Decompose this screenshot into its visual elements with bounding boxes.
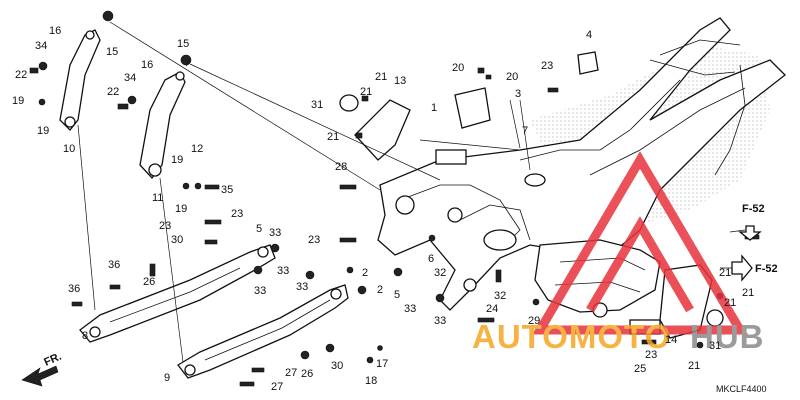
callout-7: 7 [522, 125, 528, 137]
callout-15b: 15 [177, 38, 189, 50]
callout-18: 18 [365, 375, 377, 387]
callout-31b: 31 [709, 340, 721, 352]
callout-21e: 21 [742, 287, 754, 299]
callout-27a: 27 [285, 367, 297, 379]
callout-11: 11 [152, 192, 163, 204]
callout-31a: 31 [311, 99, 323, 111]
callout-23b: 23 [159, 220, 171, 232]
front-direction-arrow-icon [21, 365, 59, 387]
callout-26b: 26 [301, 368, 313, 380]
callout-33b: 33 [277, 265, 289, 277]
f52-arrow-lower-icon [731, 254, 753, 282]
bracket-13 [354, 99, 411, 161]
guide-lines [77, 21, 746, 363]
left-rail-lower [177, 284, 349, 379]
callout-23a: 23 [231, 208, 243, 220]
callout-36b: 36 [68, 283, 80, 295]
callout-23c: 23 [308, 234, 320, 246]
callout-19b: 19 [37, 125, 49, 137]
callout-29: 29 [528, 315, 540, 327]
callout-33e: 33 [404, 303, 416, 315]
callout-2b: 2 [377, 284, 383, 296]
grommet-31 [339, 94, 359, 112]
callout-32b: 32 [494, 290, 506, 302]
left-rail-upper [79, 244, 276, 343]
callout-1: 1 [431, 102, 437, 114]
callout-35: 35 [221, 184, 233, 196]
bracket-10 [59, 29, 101, 131]
callout-34b: 34 [124, 72, 136, 84]
callout-27b: 27 [271, 381, 283, 393]
callout-16b: 16 [141, 59, 153, 71]
mount-4 [577, 51, 599, 75]
callout-22a: 22 [15, 69, 27, 81]
callout-labels: 1 2 2 3 4 5 5 6 7 8 9 10 11 12 13 14 15 … [12, 25, 778, 394]
callout-12: 12 [191, 143, 203, 155]
f52-arrow-upper-icon [738, 225, 762, 241]
callout-15a: 15 [106, 46, 118, 58]
callout-20b: 20 [506, 71, 518, 83]
callout-23e: 23 [645, 349, 657, 361]
callout-5b: 5 [394, 289, 400, 301]
callout-6: 6 [428, 253, 434, 265]
callout-33c: 33 [254, 285, 266, 297]
watermark-logo-icon [532, 151, 748, 335]
front-direction-label: FR. [42, 351, 63, 369]
fasteners [29, 10, 760, 387]
watermark-text-hub: HUB [690, 318, 765, 355]
callout-33d: 33 [296, 281, 308, 293]
callout-21f: 21 [724, 297, 736, 309]
ecu-box-1 [454, 87, 491, 129]
ref-f52-upper: F-52 [742, 203, 765, 215]
callout-21g: 21 [688, 360, 700, 372]
callout-10: 10 [63, 143, 75, 155]
callout-33f: 33 [434, 315, 446, 327]
callout-33a: 33 [269, 227, 281, 239]
callout-13: 13 [394, 75, 406, 87]
drawing-code: MKCLF4400 [716, 384, 767, 394]
callout-23d: 23 [541, 60, 553, 72]
callout-17: 17 [376, 358, 388, 370]
callout-26a: 26 [143, 276, 155, 288]
watermark-text-automoto: AUTOMOTO [472, 318, 671, 355]
callout-30a: 30 [171, 234, 183, 246]
callout-21b: 21 [360, 86, 372, 98]
bracket-11 [139, 71, 186, 180]
callout-25: 25 [634, 363, 646, 375]
callout-21d: 21 [719, 267, 731, 279]
callout-32a: 32 [434, 267, 446, 279]
callout-19a: 19 [12, 95, 24, 107]
callout-14: 14 [665, 334, 677, 346]
callout-28: 28 [335, 161, 347, 173]
ref-f52-lower: F-52 [755, 263, 778, 275]
callout-36a: 36 [108, 259, 120, 271]
callout-20a: 20 [452, 62, 464, 74]
callout-22b: 22 [107, 86, 119, 98]
main-frame [377, 17, 786, 311]
callout-2a: 2 [362, 267, 368, 279]
callout-21c: 21 [327, 131, 339, 143]
callout-4: 4 [586, 29, 592, 41]
automotohub-watermark: AUTOMOTO HUB [472, 151, 765, 355]
callout-21a: 21 [375, 71, 387, 83]
callout-19d: 19 [175, 203, 187, 215]
callout-34a: 34 [35, 40, 47, 52]
callout-16a: 16 [49, 25, 61, 37]
callout-8: 8 [82, 330, 88, 342]
callout-3: 3 [515, 88, 521, 100]
callout-19c: 19 [171, 154, 183, 166]
callout-9: 9 [164, 372, 170, 384]
callout-24: 24 [486, 303, 498, 315]
callout-30b: 30 [331, 360, 343, 372]
callout-5a: 5 [256, 223, 262, 235]
